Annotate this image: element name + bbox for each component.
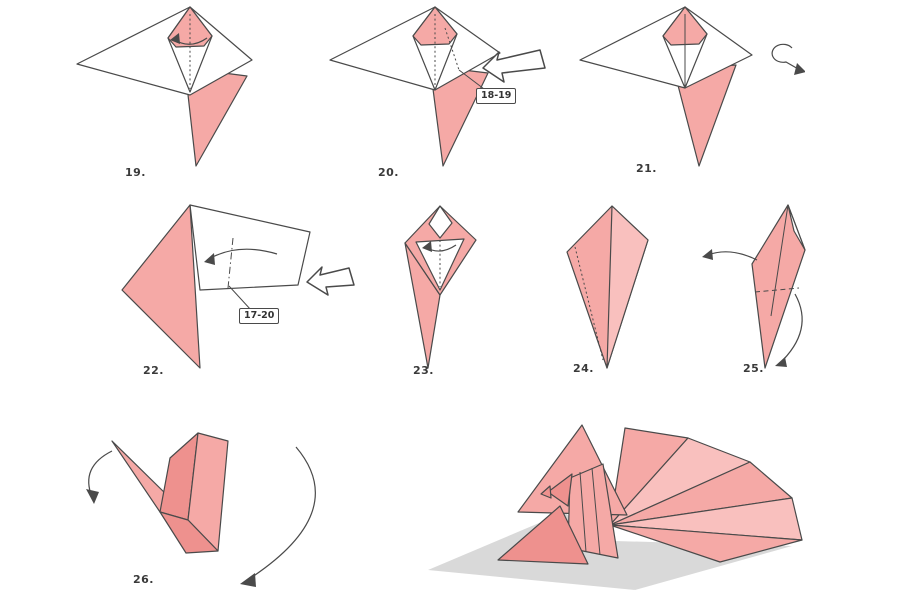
step-19: 19. bbox=[65, 2, 265, 202]
push-arrow-icon bbox=[482, 49, 546, 83]
step-25: 25. bbox=[695, 198, 820, 393]
paper-shape bbox=[566, 205, 649, 369]
step-24-label: 24. bbox=[573, 362, 594, 375]
step-20-drawing bbox=[329, 6, 546, 167]
paper-shape bbox=[404, 205, 477, 369]
front-fold bbox=[497, 505, 589, 565]
paper-shape bbox=[329, 6, 501, 167]
wrap-arrow-right-icon bbox=[240, 446, 316, 587]
tail-fan bbox=[609, 427, 803, 563]
final-model-drawing bbox=[428, 424, 803, 590]
step-20: 18-19 20. bbox=[318, 2, 553, 202]
wrap-fold-arrow-icon bbox=[775, 293, 803, 367]
fold-arrow-icon bbox=[170, 33, 208, 45]
step-26-drawing bbox=[86, 432, 316, 587]
callout-pointer-line bbox=[228, 285, 252, 311]
step-19-drawing bbox=[76, 6, 253, 167]
step-21-drawing bbox=[579, 6, 805, 167]
fold-arrow-icon bbox=[702, 249, 758, 261]
step-22-label: 22. bbox=[143, 364, 164, 377]
step-20-label: 20. bbox=[378, 166, 399, 179]
step-22: 17-20 22. bbox=[105, 198, 355, 393]
step-20-callout: 18-19 bbox=[476, 88, 517, 104]
paper-shape bbox=[76, 6, 253, 167]
step-23-label: 23. bbox=[413, 364, 434, 377]
step-21-label: 21. bbox=[636, 162, 657, 175]
step-21: 21. bbox=[570, 2, 805, 202]
step-22-drawing bbox=[121, 204, 355, 369]
step-26: 26. bbox=[78, 425, 323, 600]
paper-shape bbox=[121, 204, 311, 369]
fold-arrow-icon bbox=[204, 248, 278, 265]
crane-shape bbox=[111, 432, 229, 554]
step-25-drawing bbox=[702, 204, 806, 369]
push-arrow-icon bbox=[306, 266, 355, 296]
step-25-label: 25. bbox=[743, 362, 764, 375]
step-26-label: 26. bbox=[133, 573, 154, 586]
step-19-label: 19. bbox=[125, 166, 146, 179]
step-24: 24. bbox=[540, 198, 655, 393]
step-23: 23. bbox=[385, 198, 500, 393]
step-23-drawing bbox=[404, 205, 477, 369]
step-22-callout: 17-20 bbox=[239, 308, 280, 324]
final-model bbox=[420, 420, 820, 600]
paper-shape bbox=[751, 204, 806, 369]
wrap-arrow-left-icon bbox=[86, 450, 113, 504]
paper-shape bbox=[579, 6, 753, 167]
fold-arrow-icon bbox=[422, 241, 457, 252]
step-24-drawing bbox=[566, 205, 649, 369]
turn-over-icon bbox=[771, 43, 805, 75]
head bbox=[540, 473, 573, 507]
